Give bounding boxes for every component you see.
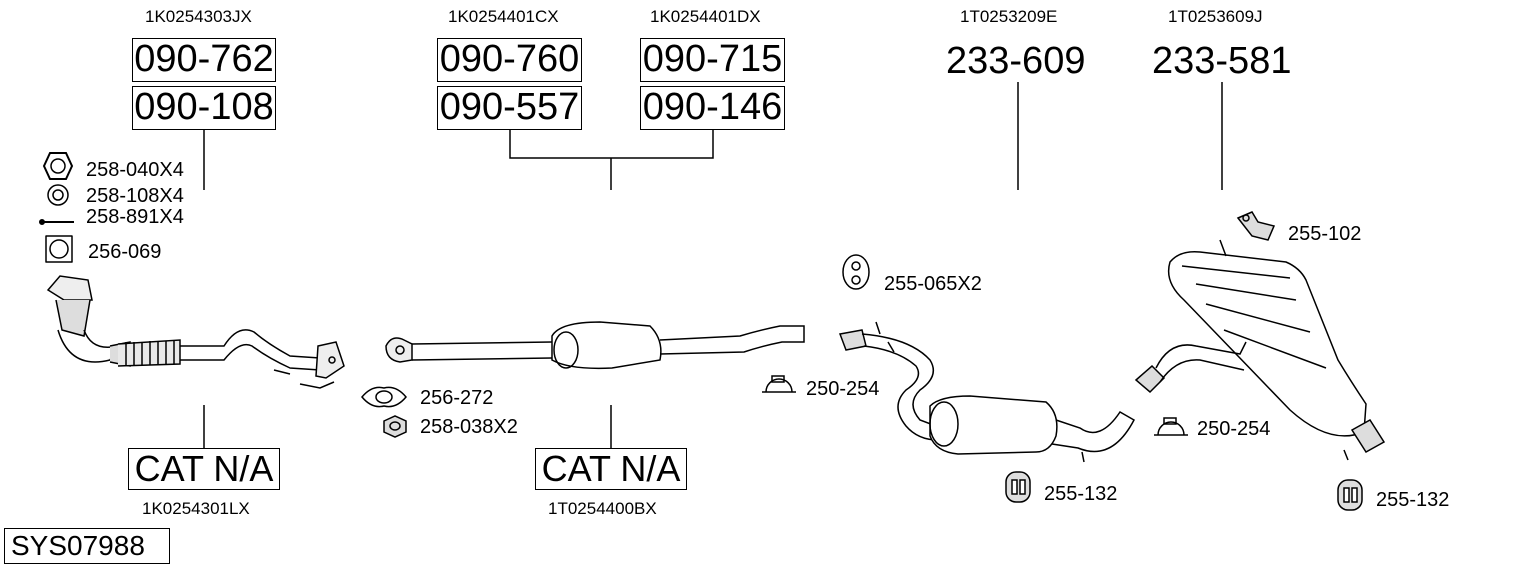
ring-icon	[47, 184, 69, 206]
fitting-label-bracket[interactable]: 255-102	[1288, 223, 1362, 245]
system-code-box: SYS07988	[4, 528, 170, 564]
part-number-box[interactable]: 090-760	[437, 38, 582, 82]
part-number[interactable]: 233-609	[946, 40, 1086, 82]
leader-line-g2-top	[509, 130, 714, 190]
nut-icon	[42, 152, 74, 180]
rear-silencer-drawing	[1134, 239, 1386, 461]
centre-silencer-drawing	[838, 321, 1136, 463]
fitting-label-hanger-mid[interactable]: 255-065X2	[884, 273, 982, 295]
oe-number-g4-top: 1T0253609J	[1168, 7, 1263, 26]
fitting-label-ring[interactable]: 258-108X4	[86, 185, 184, 207]
bracket-icon	[1236, 211, 1276, 241]
middle-pipe-catalyst-drawing	[385, 321, 805, 370]
part-number[interactable]: 233-581	[1152, 40, 1292, 82]
fitting-label-rubber-b[interactable]: 255-132	[1376, 489, 1450, 511]
fitting-label-bolt[interactable]: 258-891X4	[86, 206, 184, 228]
fitting-label-clamp-a[interactable]: 250-254	[806, 378, 880, 400]
oe-number-g2-top-b: 1K0254401DX	[650, 7, 761, 26]
oe-number-g2-top-a: 1K0254401CX	[448, 7, 559, 26]
part-number-box[interactable]: 090-715	[640, 38, 785, 82]
oe-number-g1-bottom: 1K0254301LX	[142, 499, 250, 518]
gasket-front-icon	[45, 235, 73, 263]
hanger-mid-icon	[842, 254, 870, 290]
clamp-a-icon	[762, 375, 796, 393]
part-number-box[interactable]: 090-146	[640, 86, 785, 130]
nut-mid-icon	[383, 415, 407, 438]
cat-box: CAT N/A	[535, 448, 687, 490]
oe-number-g1-top: 1K0254303JX	[145, 7, 252, 26]
fitting-label-nut[interactable]: 258-040X4	[86, 159, 184, 181]
fitting-label-rubber-a[interactable]: 255-132	[1044, 483, 1118, 505]
rubber-b-icon	[1337, 479, 1363, 511]
oe-number-g2-bottom: 1T0254400BX	[548, 499, 657, 518]
part-number-box[interactable]: 090-557	[437, 86, 582, 130]
part-number-box[interactable]: 090-108	[132, 86, 276, 130]
rubber-a-icon	[1005, 471, 1031, 503]
cat-box: CAT N/A	[128, 448, 280, 490]
front-pipe-catalyst-drawing	[46, 275, 345, 389]
fitting-label-gasket-front[interactable]: 256-069	[88, 241, 162, 263]
fitting-label-nut-mid[interactable]: 258-038X2	[420, 416, 518, 438]
gasket-mid-icon	[361, 386, 407, 408]
bolt-icon	[39, 219, 74, 225]
fitting-label-gasket-mid[interactable]: 256-272	[420, 387, 494, 409]
fitting-label-clamp-b[interactable]: 250-254	[1197, 418, 1271, 440]
oe-number-g3-top: 1T0253209E	[960, 7, 1058, 26]
clamp-b-icon	[1154, 417, 1188, 436]
part-number-box[interactable]: 090-762	[132, 38, 276, 82]
